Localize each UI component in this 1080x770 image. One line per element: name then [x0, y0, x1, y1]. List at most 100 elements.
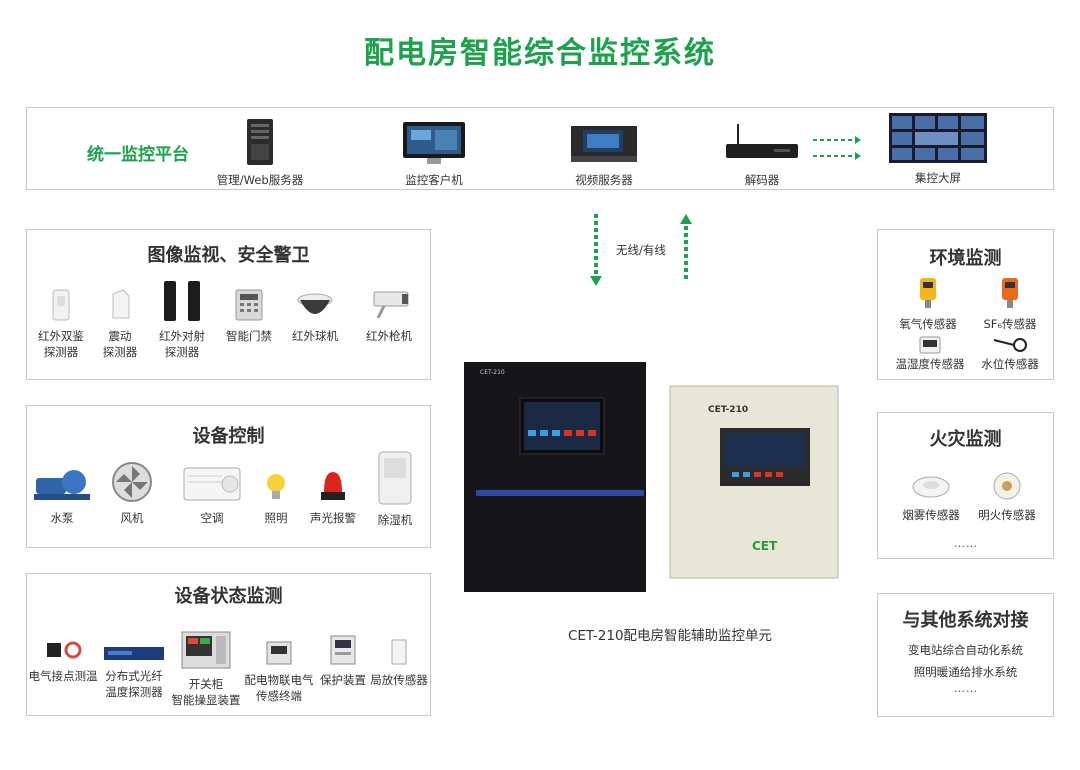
iot-terminal-icon [266, 641, 292, 665]
air-conditioner-icon [183, 467, 241, 501]
pump-label: 水泵 [50, 511, 74, 525]
sf6-sensor-label: SF₆传感器 [983, 317, 1037, 331]
access-control-label: 智能门禁 [226, 329, 272, 343]
ir-beam-detector-icon [164, 281, 200, 321]
downlink-arrowhead [590, 276, 602, 286]
environment-title: 环境监测 [929, 248, 1002, 269]
access-control-item: 智能门禁 [219, 288, 279, 344]
keypad-icon [235, 289, 263, 321]
black-cabinet [464, 362, 646, 592]
contact-temp-label: 电气接点测温 [28, 669, 98, 683]
switchgear-display-icon [181, 631, 231, 669]
pir-detector-icon [52, 289, 70, 321]
strobe-alarm-icon [321, 472, 345, 500]
pd-sensor-icon [391, 639, 407, 665]
temp-humidity-sensor-label: 温湿度传感器 [895, 357, 965, 371]
beam-detector-label: 红外对射 [159, 329, 205, 343]
iot-terminal-label-2: 传感终端 [256, 689, 302, 703]
uplink-dashes [684, 226, 688, 282]
smoke-sensor-label: 烟雾传感器 [902, 508, 960, 522]
smoke-detector-icon [912, 476, 950, 498]
fiber-temp-label-2: 温度探测器 [105, 685, 163, 699]
vibration-detector-label-2: 探测器 [102, 345, 138, 359]
light-item: 照明 [253, 472, 299, 526]
link-arrow-1 [813, 136, 861, 144]
switchgear-display-label-2: 智能操显装置 [171, 693, 241, 707]
dehumidifier-label: 除湿机 [377, 513, 413, 527]
dehumidifier-icon [378, 451, 412, 505]
protection-device-label: 保护装置 [320, 673, 366, 687]
video-wall-item: 集控大屏 [883, 112, 993, 186]
web-server-item: 管理/Web服务器 [205, 118, 315, 188]
oxygen-sensor-icon [920, 278, 936, 308]
other-system-item-2: 照明暖通给排水系统 [913, 665, 1018, 679]
video-wall-label: 集控大屏 [915, 171, 961, 185]
flame-sensor-item: 明火传感器 [970, 471, 1044, 523]
device-control-box: 设备控制 水泵 风机 空调 照明 [26, 405, 431, 548]
switchgear-display-item: 开关柜 智能操显装置 [167, 630, 245, 708]
fire-more: …… [954, 537, 978, 550]
light-bulb-icon [267, 474, 285, 499]
water-level-sensor-label: 水位传感器 [981, 357, 1039, 371]
beige-cabinet-label: CET-210 [708, 405, 748, 415]
ac-item: 空调 [177, 464, 247, 526]
black-cabinet-label: CET-210 [480, 369, 505, 376]
dual-detector-label-2: 探测器 [43, 345, 79, 359]
fire-title: 火灾监测 [929, 429, 1002, 450]
monitor-client-icon [403, 122, 465, 164]
decoder-label: 解码器 [744, 173, 780, 187]
flame-sensor-label: 明火传感器 [978, 508, 1036, 522]
fire-box: 火灾监测 烟雾传感器 明火传感器 …… [877, 412, 1054, 559]
ac-label: 空调 [200, 511, 224, 525]
dual-detector-item: 红外双鉴 探测器 [31, 288, 91, 360]
vibration-detector-icon [112, 289, 130, 319]
platform-box: 统一监控平台 管理/Web服务器 监控客户机 视频服务器 [26, 107, 1054, 190]
rack-unit-icon [104, 647, 164, 660]
link-label: 无线/有线 [616, 243, 666, 257]
platform-label: 统一监控平台 [87, 145, 189, 165]
vibration-detector-label: 震动 [108, 329, 132, 343]
dehumidifier-item: 除湿机 [367, 450, 423, 528]
dome-camera-item: 红外球机 [285, 288, 345, 344]
protection-relay-icon [330, 635, 356, 665]
cet-logo: CET [752, 539, 778, 553]
decoder-item: 解码器 [707, 120, 817, 188]
decoder-box-icon [726, 124, 798, 158]
contact-temp-item: 电气接点测温 [27, 640, 99, 684]
video-wall-icon [889, 113, 987, 163]
page-title: 配电房智能综合监控系统 [364, 36, 716, 71]
downlink-dashes [594, 214, 598, 277]
beam-detector-label-2: 探测器 [164, 345, 200, 359]
water-pump-icon [34, 470, 90, 500]
fan-item: 风机 [107, 460, 157, 526]
device-status-title: 设备状态监测 [174, 586, 283, 607]
other-system-item-1: 变电站综合自动化系统 [908, 643, 1023, 657]
fiber-temp-label: 分布式光纤 [105, 669, 163, 683]
pd-sensor-label: 局放传感器 [370, 673, 428, 687]
water-level-sensor-icon [993, 338, 1027, 352]
monitoring-unit-photo: CET-210 CET-210 CET [464, 362, 839, 592]
light-label: 照明 [264, 511, 288, 525]
bullet-camera-item: 红外枪机 [357, 288, 421, 344]
other-systems-title: 与其他系统对接 [902, 610, 1029, 631]
video-security-title: 图像监视、安全警卫 [147, 245, 310, 266]
iot-terminal-label: 配电物联电气 [244, 673, 314, 687]
fiber-temp-item: 分布式光纤 温度探测器 [99, 644, 169, 700]
alarm-label: 声光报警 [310, 511, 356, 525]
sf6-sensor-item: SF₆传感器 [970, 276, 1050, 332]
video-security-box: 图像监视、安全警卫 红外双鉴 探测器 震动 探测器 红外对射 探测器 智能门禁 [26, 229, 431, 380]
server-tower-icon [247, 119, 273, 165]
dual-detector-label: 红外双鉴 [38, 329, 84, 343]
web-server-label: 管理/Web服务器 [216, 173, 304, 187]
unit-caption: CET-210配电房智能辅助监控单元 [567, 628, 773, 644]
video-server-icon [571, 126, 637, 162]
link-arrow-2 [813, 152, 861, 160]
switchgear-display-label: 开关柜 [188, 677, 224, 691]
contact-temp-sensor-icon [47, 641, 82, 659]
water-level-sensor-item: 水位传感器 [972, 336, 1048, 372]
pump-item: 水泵 [31, 460, 93, 526]
device-control-title: 设备控制 [192, 426, 265, 447]
other-systems-more: …… [954, 682, 978, 695]
dome-camera-icon [297, 293, 333, 314]
protection-device-item: 保护装置 [315, 634, 371, 688]
